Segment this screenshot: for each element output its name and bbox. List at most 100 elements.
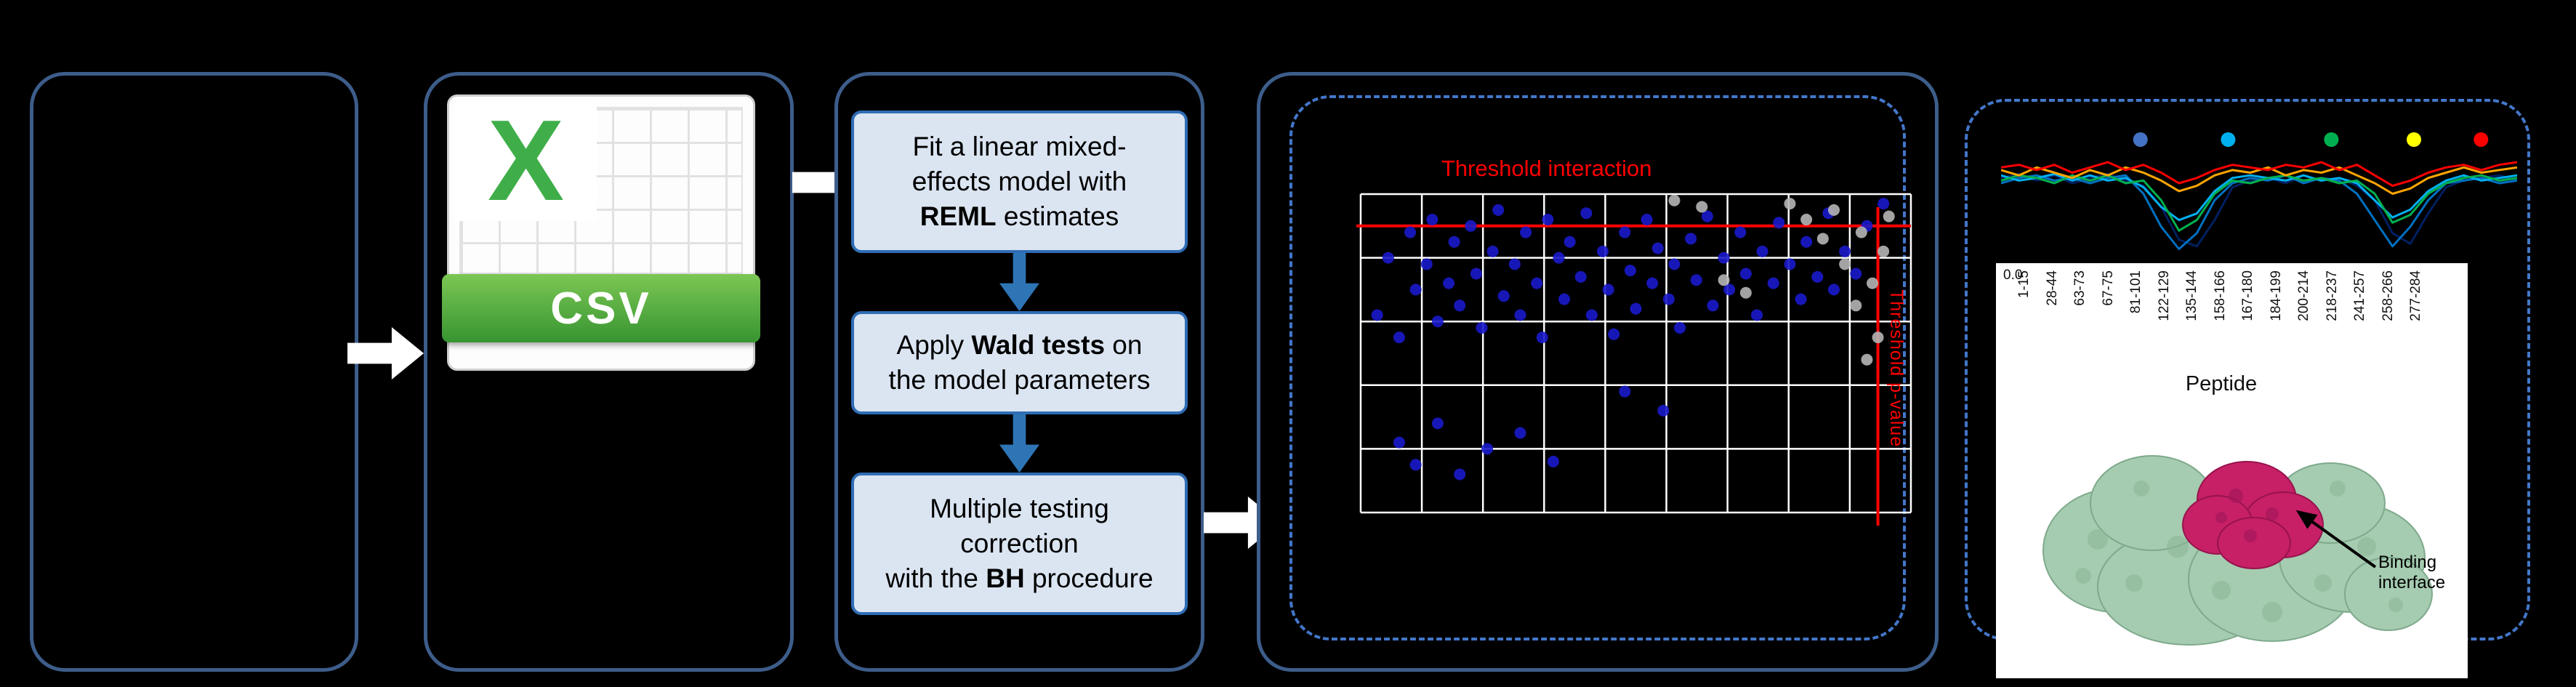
- scatter-point: [1850, 300, 1862, 312]
- peptide-tick-label: 63-73: [2072, 270, 2088, 306]
- scatter-point: [1454, 300, 1466, 312]
- peptide-tick-label: 277-284: [2408, 270, 2423, 321]
- profile-line: [2001, 174, 2517, 232]
- scatter-point: [1382, 252, 1394, 264]
- scatter-point: [1481, 443, 1494, 455]
- scatter-point: [1828, 284, 1840, 296]
- peptide-tick-label: 218-237: [2324, 270, 2340, 321]
- scatter-point: [1497, 290, 1510, 302]
- condition-dot: [2221, 132, 2236, 147]
- scatter-point: [1795, 293, 1807, 305]
- step-fit-model: Fit a linear mixed- effects model with R…: [851, 111, 1188, 253]
- condition-dot: [2474, 132, 2489, 147]
- scatter-point: [1470, 268, 1482, 280]
- scatter-point: [1547, 455, 1559, 467]
- binding-interface-arrow: [2295, 510, 2377, 569]
- protein-structure: [2042, 455, 2433, 646]
- scatter-point: [1877, 245, 1890, 257]
- scatter-point: [1514, 309, 1526, 321]
- flow-arrow-right-1: [347, 327, 424, 379]
- peptide-tick-label: 167-180: [2240, 270, 2255, 321]
- excel-x-icon: X: [455, 97, 597, 225]
- scatter-point: [1553, 252, 1565, 264]
- profile-line: [2001, 166, 2517, 195]
- scatter-point: [1718, 274, 1730, 286]
- scatter-point: [1800, 214, 1813, 226]
- peptide-profile-chart: [2001, 132, 2517, 250]
- scatter-point: [1855, 226, 1867, 238]
- condition-dot: [2324, 132, 2339, 147]
- binding-interface-label: Binding interface: [2378, 553, 2446, 592]
- scatter-point: [1690, 274, 1702, 286]
- peptide-tick-label: 28-44: [2044, 270, 2060, 306]
- scatter-point: [1431, 417, 1444, 430]
- profile-line: [2001, 174, 2517, 250]
- scatter-point: [1542, 214, 1554, 226]
- scatter-point: [1811, 270, 1824, 283]
- peptide-tick-label: 258-266: [2380, 270, 2396, 321]
- scatter-point: [1723, 284, 1736, 296]
- scatter-point: [1662, 293, 1675, 305]
- scatter-point: [1674, 321, 1686, 334]
- binding-peptide-texture: [2215, 489, 2279, 542]
- scatter-point: [1624, 265, 1636, 277]
- scatter-point: [1630, 302, 1642, 315]
- scatter-point: [1597, 245, 1609, 257]
- scatter-point: [1443, 277, 1455, 289]
- scatter-point: [1409, 459, 1422, 471]
- peptide-tick-label: 200-214: [2296, 270, 2311, 321]
- peptide-tick-label: 1-15: [2016, 270, 2032, 299]
- scatter-point: [1839, 258, 1851, 270]
- scatter-point: [1784, 258, 1796, 270]
- scatter-point: [1371, 309, 1383, 321]
- scatter-point: [1585, 309, 1598, 321]
- scatter-point: [1426, 214, 1438, 226]
- scatter-point: [1608, 328, 1620, 340]
- scatter-point: [1492, 204, 1505, 216]
- y-axis-tick: 0.0: [2003, 268, 2023, 283]
- pipeline-box-input: [30, 72, 358, 672]
- peptide-tick-label: 81-101: [2128, 270, 2144, 314]
- scatter-point: [1668, 258, 1681, 270]
- peptide-tick-label: 184-199: [2268, 270, 2284, 321]
- scatter-point: [1867, 277, 1879, 289]
- scatter-point: [1619, 385, 1631, 398]
- scatter-point: [1767, 277, 1779, 289]
- scatter-point: [1739, 268, 1752, 280]
- scatter-point: [1657, 404, 1670, 417]
- scatter-point: [1756, 245, 1768, 257]
- scatter-point: [1734, 226, 1747, 238]
- scatter-point: [1739, 286, 1752, 299]
- scatter-point: [1520, 226, 1532, 238]
- scatter-point: [1685, 233, 1697, 245]
- csv-banner-label: CSV: [442, 274, 760, 342]
- scatter-point: [1454, 468, 1466, 481]
- scatter-point: [1816, 233, 1829, 245]
- scatter-point: [1448, 236, 1460, 248]
- scatter-point: [1646, 277, 1659, 289]
- step-bh-correction: Multiple testing correction with the BH …: [851, 473, 1188, 615]
- scatter-point: [1828, 204, 1840, 216]
- profile-line: [2001, 172, 2517, 222]
- peptide-tick-label: 67-75: [2100, 270, 2116, 306]
- scatter-point: [1751, 309, 1763, 321]
- step-wald-tests: Apply Wald tests on the model parameters: [851, 311, 1188, 414]
- scatter-point: [1861, 353, 1873, 366]
- scatter-point: [1514, 427, 1526, 439]
- peptide-tick-label: 135-144: [2184, 270, 2199, 321]
- condition-dot: [2407, 132, 2421, 147]
- csv-file-icon: X CSV: [442, 95, 760, 371]
- condition-dot: [2133, 132, 2148, 147]
- profile-line: [2001, 161, 2517, 188]
- scatter-point: [1839, 245, 1851, 257]
- scatter-point: [1393, 332, 1405, 344]
- scatter-point: [1877, 198, 1890, 210]
- scatter-point: [1872, 332, 1884, 344]
- scatter-point: [1651, 242, 1664, 254]
- scatter-threshold-pvalue-label: Threshold p-value: [1886, 289, 1907, 448]
- scatter-point: [1619, 226, 1631, 238]
- scatter-point: [1531, 277, 1543, 289]
- scatter-plot: [1356, 193, 1912, 526]
